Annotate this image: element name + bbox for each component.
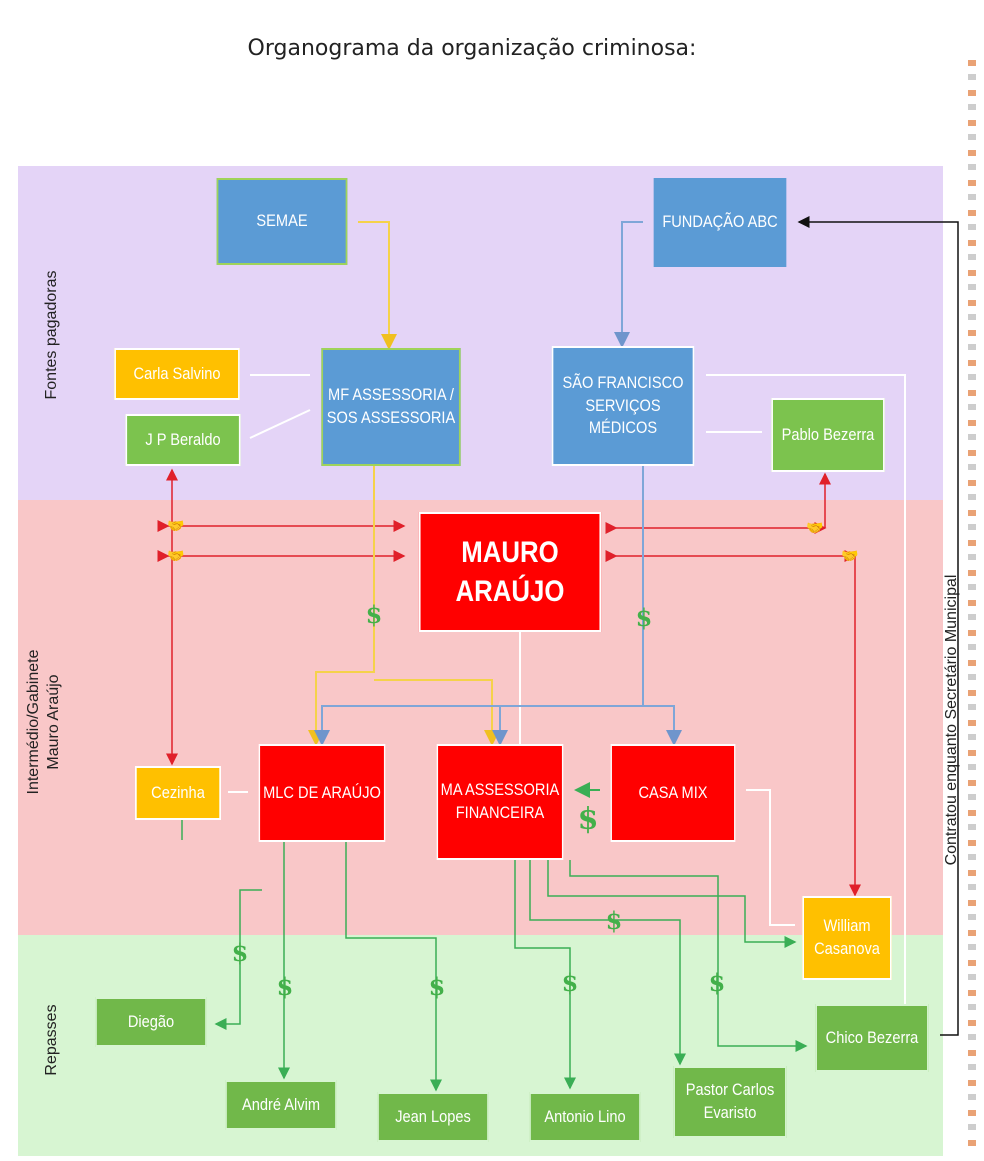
node-semae: SEMAE [216,178,348,265]
page-edge-strip [968,60,976,1150]
money-icon: $ [577,802,599,837]
node-jean-lopes: Jean Lopes [377,1092,489,1142]
section-label-repasses: Repasses [43,1004,60,1076]
edge-to-jean [345,841,442,1092]
node-pablo-bezerra: Pablo Bezerra [771,398,885,472]
node-pastor-carlos: Pastor Carlos Evaristo [673,1066,787,1138]
edge-semae-mf [358,221,397,350]
node-antonio-lino: Antonio Lino [529,1092,641,1142]
node-mf-assessoria: MF ASSESSORIA / SOS ASSESSORIA [321,348,461,466]
edge-to-antonio [514,860,576,1090]
handshake-icon: 🤝 [167,547,185,564]
edge-sf-chico [706,374,906,1008]
edge-to-william-green [547,860,797,948]
money-icon: $ [276,972,294,1001]
node-jp-beraldo: J P Beraldo [125,414,241,466]
node-sao-francisco: SÃO FRANCISCO SERVIÇOS MÉDICOS [551,346,695,466]
money-icon: $ [605,906,623,935]
money-icon: $ [561,968,579,997]
node-cezinha: Cezinha [135,766,221,820]
edge-casamix-william [746,789,795,926]
money-icon: $ [635,603,653,632]
node-mauro-araujo: MAURO ARAÚJO [418,512,602,632]
node-fundacao-abc: FUNDAÇÃO ABC [653,178,787,267]
node-ma-assessoria: MA ASSESSORIA FINANCEIRA [436,744,564,860]
edge-sf-mlc [314,705,643,746]
money-icon: $ [365,600,383,629]
section-label-contratou: Contratou enquanto Secretário Municipal [943,574,960,866]
edge-to-pastor [529,860,686,1066]
section-label-intermedio: Intermédio/Gabinete Mauro Araújo [24,650,64,795]
money-icon: $ [231,938,249,967]
edge-jp-mf [249,409,311,439]
edge-chico-fundacao [797,216,959,1036]
section-label-fontes: Fontes pagadoras [43,270,60,400]
handshake-icon: 🤝 [167,517,185,534]
node-andre-alvim: André Alvim [225,1080,337,1130]
section-label-intermedio-2: Mauro Araújo [45,674,62,770]
edge-sf-casamix [643,705,682,746]
node-diegao: Diegão [95,997,207,1047]
edge-fundacao-saofrancisco [614,221,643,348]
node-mlc-araujo: MLC DE ARAÚJO [258,744,386,842]
money-icon: $ [708,968,726,997]
handshake-icon: 🤝 [806,519,824,536]
handshake-icon: 🤝 [841,547,859,564]
node-chico-bezerra: Chico Bezerra [815,1004,929,1072]
page-title: Organograma da organização criminosa: [247,36,697,61]
edge-mf-companies [308,465,375,746]
section-label-intermedio-1: Intermédio/Gabinete [25,649,42,795]
edge-mf-ma [374,679,500,746]
edge-to-diegao [214,889,262,1030]
edge-to-chico [569,860,808,1052]
node-william-casanova: William Casanova [802,896,892,980]
node-casa-mix: CASA MIX [610,744,736,842]
node-carla-salvino: Carla Salvino [114,348,240,400]
money-icon: $ [428,972,446,1001]
